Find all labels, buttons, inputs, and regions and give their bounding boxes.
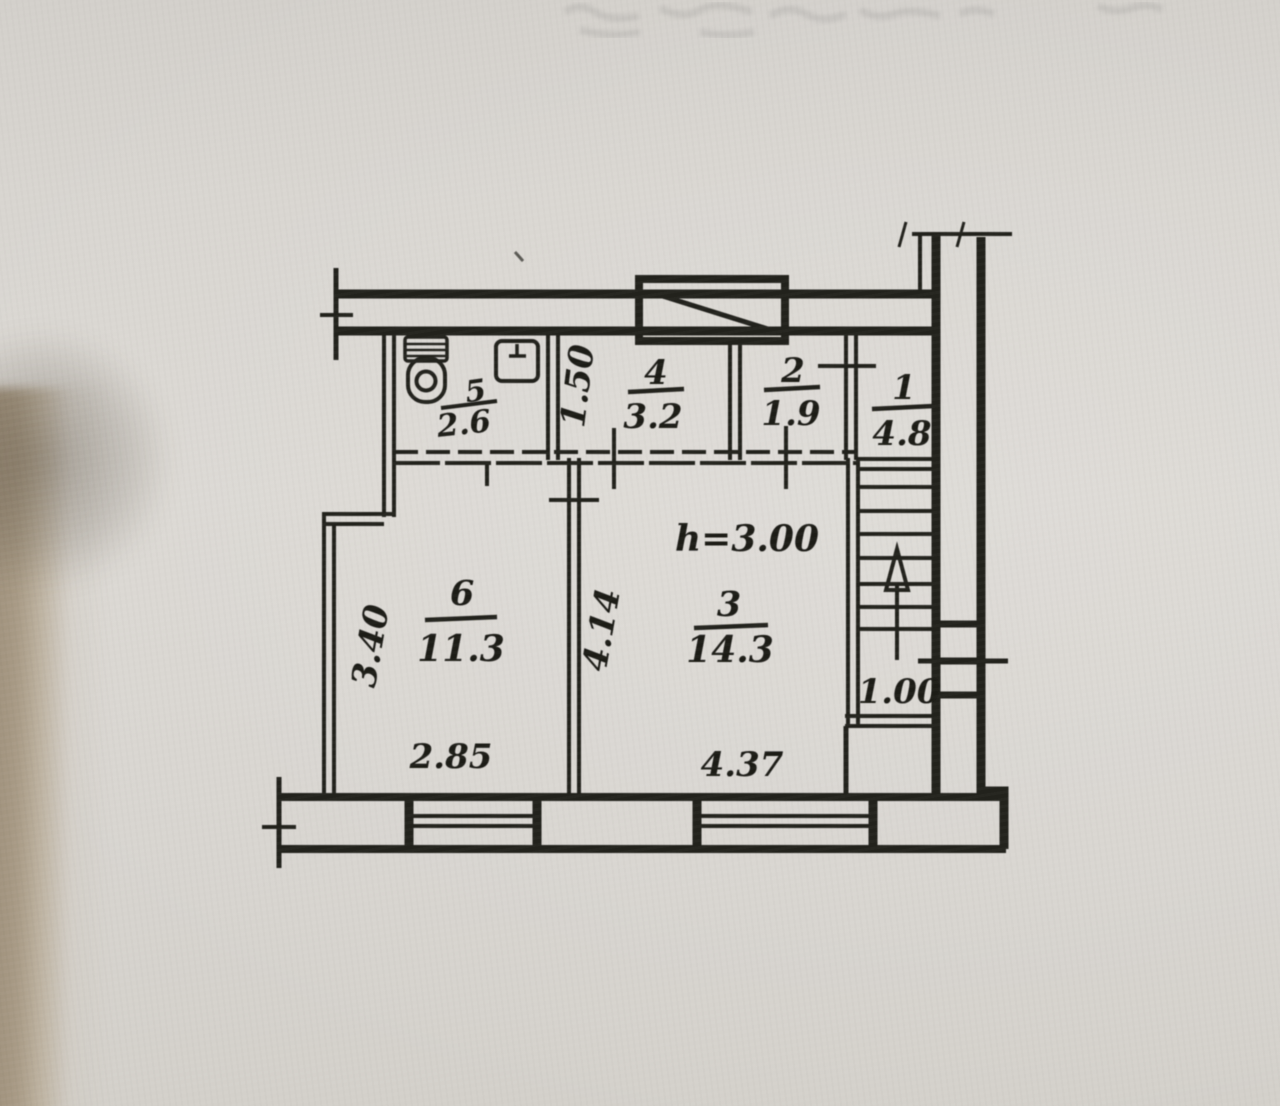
bottom-exterior-wall (262, 777, 1006, 868)
stair-tower-walls (897, 221, 1012, 849)
plan-linework (262, 221, 1012, 868)
table-edge (0, 388, 106, 1106)
dim-room3-side: 4.14 (575, 586, 629, 675)
room6-number: 6 (450, 573, 474, 614)
dim-stairs-width: 1.00 (858, 672, 941, 712)
paper-corner-shadow (0, 330, 170, 590)
room4-number: 4 (644, 353, 668, 393)
sink-icon (494, 339, 540, 383)
room3-area: 14.3 (686, 629, 774, 671)
room1-area: 4.8 (872, 414, 931, 454)
balcony-hatch-box (635, 275, 789, 345)
bleed-through-marks (562, 1, 1164, 39)
room5-number: 5 (463, 373, 489, 411)
window-room6 (404, 800, 542, 846)
room1-number: 1 (892, 368, 916, 408)
stairs-up-arrow-icon (883, 541, 911, 660)
partition-hallway-horizontal (394, 426, 858, 489)
partition-room5-room4 (546, 333, 560, 460)
room2-number: 2 (780, 351, 805, 391)
left-interior-wall (322, 333, 396, 799)
toilet-icon (403, 335, 449, 404)
stairwell (843, 457, 938, 799)
dim-room6-side: 3.40 (344, 601, 398, 690)
ceiling-height-label: h=3.00 (675, 518, 819, 560)
dim-room6-bottom: 2.85 (409, 737, 493, 777)
partition-room6-room3 (549, 458, 599, 799)
window-room3 (692, 800, 878, 846)
dim-room3-bottom: 4.37 (701, 745, 784, 785)
room4-area: 3.2 (623, 397, 682, 437)
partition-room4-room2 (728, 341, 742, 460)
room2-area: 1.9 (761, 394, 820, 434)
room5-area: 2.6 (434, 403, 492, 445)
label-fraction-bars (424, 384, 935, 631)
room6-area: 11.3 (417, 628, 505, 670)
dim-hall-depth: 1.50 (553, 342, 603, 429)
partition-room2-room1 (818, 333, 876, 460)
room3-number: 3 (717, 584, 741, 625)
